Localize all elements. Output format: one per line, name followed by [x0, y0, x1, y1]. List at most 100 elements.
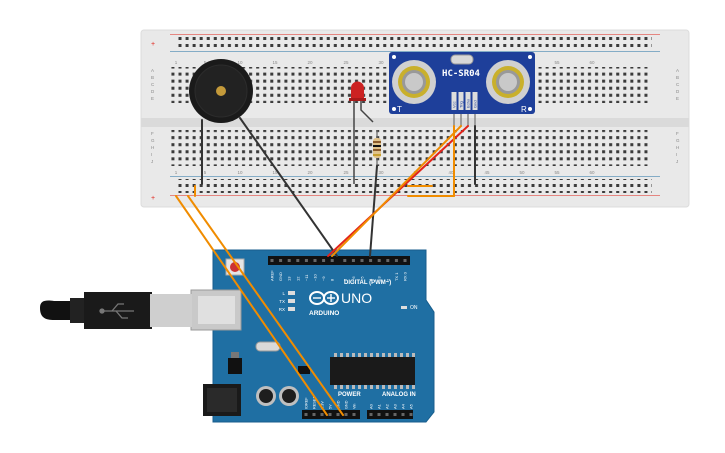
red-led[interactable] — [349, 81, 374, 185]
digital-pin-hole — [322, 259, 326, 262]
sensor-pin — [458, 92, 464, 110]
arduino-logo — [309, 291, 339, 305]
power-header-label: POWER — [338, 392, 361, 398]
row-label: D — [676, 89, 680, 94]
column-label: 60 — [589, 60, 595, 65]
column-label: 25 — [343, 170, 349, 175]
analog-pin-header — [367, 410, 413, 419]
transmitter-transducer — [392, 60, 436, 104]
digital-pin-label: GND — [278, 272, 283, 281]
analog-pin-hole — [401, 413, 405, 416]
wire-led-signal[interactable] — [369, 165, 378, 257]
column-label: 55 — [554, 60, 560, 65]
analog-pin-label: A3 — [393, 403, 398, 409]
chip-leg — [382, 353, 385, 357]
column-label: 50 — [519, 170, 525, 175]
digital-pin-hole — [351, 259, 355, 262]
wire-gnd-rail-to-board[interactable] — [175, 195, 328, 416]
digital-pin-hole — [394, 259, 398, 262]
led-anode-leg — [360, 101, 374, 123]
chip-leg — [388, 385, 391, 389]
row-label: C — [676, 82, 680, 87]
row-label: A — [151, 68, 154, 73]
row-label: G — [151, 138, 155, 143]
digital-pin-hole — [304, 259, 308, 262]
capacitor-1 — [256, 386, 276, 406]
resistor[interactable] — [373, 130, 381, 166]
column-label: 45 — [484, 170, 490, 175]
row-label: F — [151, 131, 154, 136]
sensor-r-mark: R — [521, 105, 527, 114]
chip-leg — [346, 385, 349, 389]
column-label: 5 — [204, 60, 207, 65]
analog-pin-label: A2 — [385, 403, 390, 409]
board-model-label: UNO — [341, 290, 372, 306]
chip-leg — [382, 385, 385, 389]
wire-5v-rail-to-board[interactable] — [187, 195, 344, 416]
column-label: 1 — [175, 170, 178, 175]
piezo-buzzer[interactable] — [189, 59, 253, 123]
column-label: 10 — [237, 170, 243, 175]
analog-pin-label: A0 — [369, 403, 374, 409]
chip-leg — [400, 385, 403, 389]
column-label: 55 — [554, 170, 560, 175]
status-led-label: L — [282, 291, 285, 296]
digital-pin-label: TX 1 — [394, 272, 399, 281]
row-label: H — [676, 145, 679, 150]
wires — [175, 117, 476, 416]
mount-hole — [392, 107, 396, 111]
rail-plus-label-top: + — [151, 41, 155, 48]
sensor-pin-label: Echo — [466, 98, 471, 108]
row-label: D — [151, 89, 155, 94]
power-led — [401, 306, 407, 309]
digital-pin-hole — [296, 259, 300, 262]
wire-buzzer-signal[interactable] — [239, 117, 338, 257]
sensor-t-mark: T — [397, 105, 402, 114]
arduino-logo-text: ARDUINO — [309, 310, 339, 317]
row-label: H — [151, 145, 154, 150]
column-label: 60 — [589, 170, 595, 175]
status-led — [288, 299, 295, 303]
power-pin-hole — [320, 413, 324, 416]
column-label: 25 — [343, 60, 349, 65]
capacitor-2 — [279, 386, 299, 406]
wire-sensor-trig[interactable] — [331, 125, 462, 257]
digital-pin-label: 7 — [342, 278, 347, 281]
digital-pin-label: ~5 — [360, 276, 365, 281]
column-label: 20 — [307, 170, 313, 175]
usb-cable[interactable] — [40, 292, 192, 329]
dc-power-jack — [203, 384, 241, 416]
voltage-regulator — [228, 352, 242, 374]
digital-pin-hole — [270, 259, 274, 262]
row-label: F — [676, 131, 679, 136]
digital-pin-label: 4 — [368, 278, 373, 281]
analog-pin-label: A1 — [377, 403, 382, 409]
crystal — [450, 54, 474, 65]
digital-pin-label: AREF — [270, 270, 275, 281]
mount-hole — [528, 107, 532, 111]
digital-pin-label: 13 — [287, 276, 292, 281]
sensor-pin — [451, 92, 457, 110]
icsp-header — [298, 366, 310, 374]
chip-leg — [388, 353, 391, 357]
analog-pin-hole — [369, 413, 373, 416]
digital-pin-hole — [377, 259, 381, 262]
power-pin-hole — [312, 413, 316, 416]
wire-sensor-echo[interactable] — [327, 125, 469, 257]
column-label: 1 — [175, 60, 178, 65]
digital-pin-hole — [403, 259, 407, 262]
chip-leg — [370, 353, 373, 357]
chip-leg — [340, 385, 343, 389]
sensor-pin — [472, 92, 478, 110]
receiver-transducer — [486, 60, 530, 104]
row-label: J — [151, 159, 153, 164]
sensor-pin-label: Gnd — [473, 100, 478, 108]
digital-header-label: DIGITAL (PWM~) — [344, 280, 391, 286]
digital-pin-label: ~3 — [377, 276, 382, 281]
